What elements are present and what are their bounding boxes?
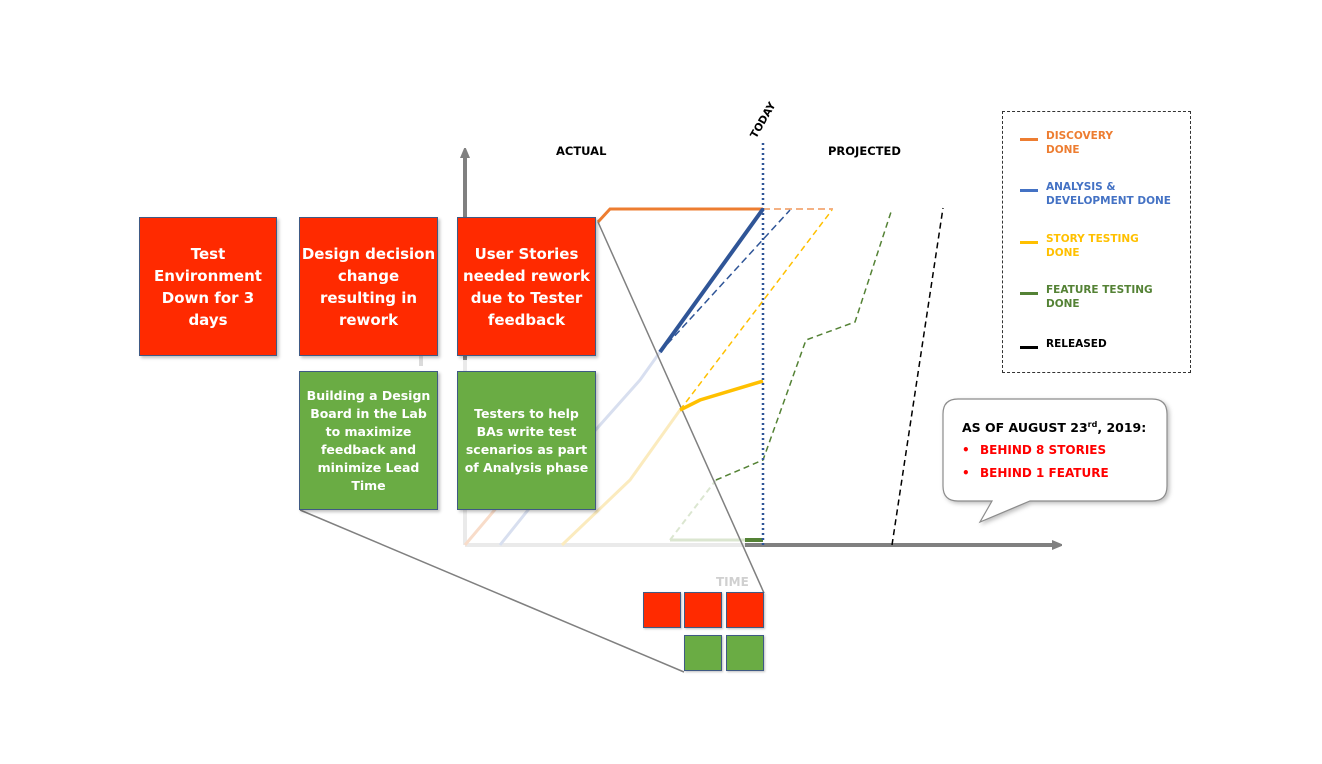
mini-improvement-square bbox=[726, 635, 764, 671]
projected-heading: PROJECTED bbox=[828, 144, 901, 158]
mini-impediment-square bbox=[726, 592, 764, 628]
discovery-actual-line bbox=[596, 207, 763, 224]
bullet-marker: • bbox=[962, 466, 970, 481]
legend-label: STORY TESTING DONE bbox=[1046, 233, 1139, 259]
story-actual-line bbox=[679, 379, 764, 412]
today-label: TODAY bbox=[748, 100, 778, 141]
callout-title-suffix: , 2019: bbox=[1097, 420, 1147, 436]
faded-story-line bbox=[560, 409, 682, 547]
time-label: TIME bbox=[716, 575, 749, 589]
callout-bubble bbox=[942, 398, 1168, 524]
legend-item-discovery: DISCOVERY DONE bbox=[1020, 129, 1113, 157]
callout-title-prefix: AS OF AUGUST 23 bbox=[962, 420, 1088, 436]
legend-label: FEATURE TESTING DONE bbox=[1046, 284, 1153, 310]
callout-bullet: • BEHIND 8 STORIES bbox=[962, 443, 1162, 457]
feature-projected-line bbox=[715, 211, 892, 481]
actual-heading: ACTUAL bbox=[556, 144, 607, 158]
bullet-marker: • bbox=[962, 443, 970, 458]
legend-label: RELEASED bbox=[1046, 338, 1107, 350]
legend-item-analysis: ANALYSIS & DEVELOPMENT DONE bbox=[1020, 180, 1171, 208]
legend-swatch bbox=[1020, 292, 1038, 295]
analysis-actual-line bbox=[658, 207, 765, 354]
callout-title-sup: rd bbox=[1087, 420, 1098, 429]
impediment-card: Test Environment Down for 3 days bbox=[139, 217, 277, 356]
callout-bullet-text: BEHIND 1 FEATURE bbox=[980, 466, 1109, 481]
improvement-card: Testers to help BAs write test scenarios… bbox=[457, 371, 596, 510]
impediment-card: User Stories needed rework due to Tester… bbox=[457, 217, 596, 356]
improvement-card: Building a Design Board in the Lab to ma… bbox=[299, 371, 438, 510]
story-projected-line bbox=[679, 209, 833, 411]
callout-title: AS OF AUGUST 23rd, 2019: bbox=[962, 420, 1162, 435]
legend-swatch bbox=[1020, 241, 1038, 244]
legend-swatch bbox=[1020, 346, 1038, 349]
legend-label: DISCOVERY DONE bbox=[1046, 130, 1113, 156]
legend-item-feature-testing: FEATURE TESTING DONE bbox=[1020, 283, 1153, 311]
mini-impediment-square bbox=[684, 592, 722, 628]
released-projected-line bbox=[891, 207, 944, 546]
impediment-card: Design decision change resulting in rewo… bbox=[299, 217, 438, 356]
legend-swatch bbox=[1020, 138, 1038, 141]
faded-feature-line bbox=[669, 479, 717, 541]
callout-bullet: • BEHIND 1 FEATURE bbox=[962, 466, 1162, 480]
mini-impediment-square bbox=[643, 592, 681, 628]
legend-item-story-testing: STORY TESTING DONE bbox=[1020, 232, 1139, 260]
magnifier-line-lower bbox=[299, 509, 685, 673]
legend-item-released: RELEASED bbox=[1020, 337, 1107, 351]
analysis-projected-line-1 bbox=[659, 209, 791, 353]
callout-bullet-text: BEHIND 8 STORIES bbox=[980, 443, 1107, 458]
legend-label: ANALYSIS & DEVELOPMENT DONE bbox=[1046, 181, 1171, 207]
mini-improvement-square bbox=[684, 635, 722, 671]
status-callout: AS OF AUGUST 23rd, 2019: • BEHIND 8 STORI… bbox=[962, 420, 1162, 489]
legend: DISCOVERY DONE ANALYSIS & DEVELOPMENT DO… bbox=[1002, 111, 1191, 373]
legend-swatch bbox=[1020, 189, 1038, 192]
